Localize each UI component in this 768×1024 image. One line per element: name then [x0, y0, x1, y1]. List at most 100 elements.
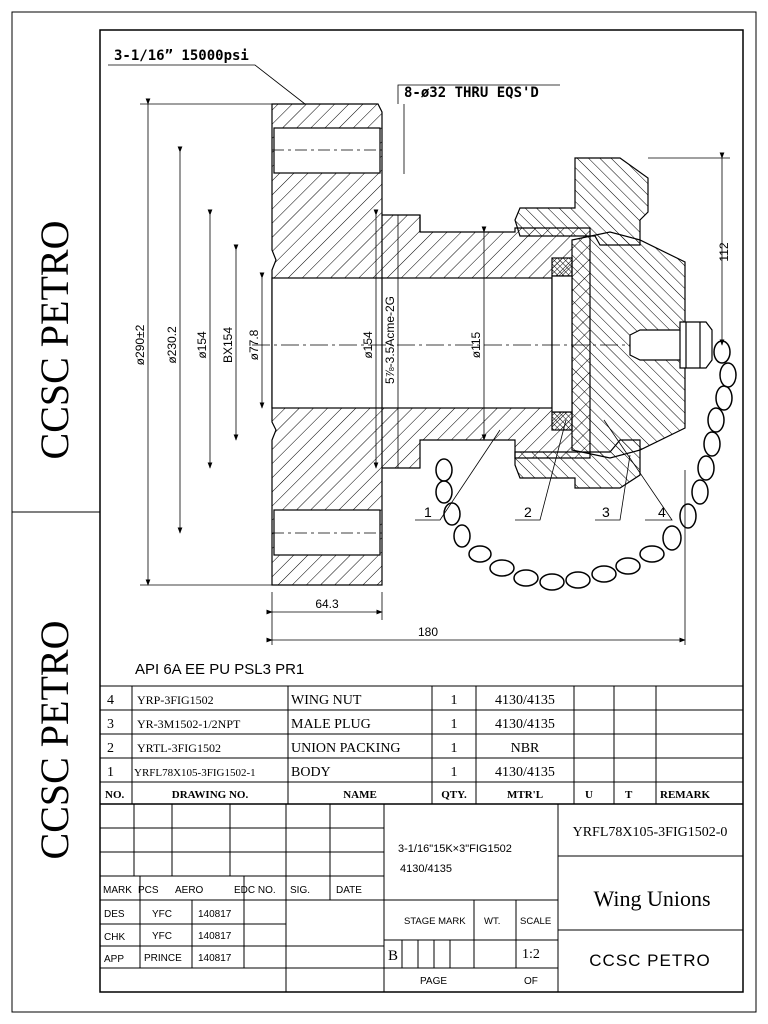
svg-text:NO.: NO. [105, 789, 125, 801]
bom-row: 1 YRFL78X105-3FIG1502-1 BODY 1 4130/4135 [107, 765, 555, 780]
svg-text:1: 1 [107, 765, 114, 780]
app-role: APP [104, 954, 124, 965]
stage-mark-label: STAGE MARK [404, 916, 466, 927]
dim-thread: 5⅞-3.5Acme-2G [383, 296, 397, 384]
bom-row: 4 YRP-3FIG1502 WING NUT 1 4130/4135 [107, 693, 555, 708]
cross-section-view [252, 103, 713, 586]
svg-text:MALE PLUG: MALE PLUG [291, 717, 371, 732]
bill-of-materials [100, 685, 743, 805]
wing-nut-part [514, 157, 649, 246]
of-label: OF [524, 976, 538, 987]
spec-line-2: 4130/4135 [400, 863, 452, 875]
des-role: DES [104, 909, 125, 920]
dim-bx154: BX154 [221, 327, 235, 363]
svg-text:QTY.: QTY. [441, 789, 467, 801]
male-plug-part [571, 231, 686, 459]
balloon-1: 1 [424, 504, 432, 520]
svg-text:4: 4 [107, 693, 114, 708]
svg-text:MTR'L: MTR'L [507, 789, 543, 801]
revision-mark-label: MARK [103, 885, 132, 896]
part-balloons: 1 2 3 4 [424, 504, 666, 520]
svg-text:1: 1 [451, 765, 458, 780]
balloon-2: 2 [524, 504, 532, 520]
chk-role: CHK [104, 932, 125, 943]
app-name: PRINCE [144, 953, 182, 964]
svg-text:1: 1 [451, 693, 458, 708]
dim-d77: ø77.8 [247, 329, 261, 360]
svg-text:UNION PACKING: UNION PACKING [291, 741, 401, 756]
sheet-border [11, 11, 757, 1013]
des-name: YFC [152, 909, 172, 920]
balloon-4: 4 [658, 504, 666, 520]
title-block-company: CCSC PETRO [589, 951, 710, 970]
bore [271, 277, 553, 409]
svg-text:NBR: NBR [511, 741, 540, 756]
svg-text:1: 1 [451, 741, 458, 756]
dimension-lines [108, 64, 730, 645]
chk-date: 140817 [198, 931, 232, 942]
svg-text:1: 1 [451, 717, 458, 732]
flange-rating-label: 3-1/16” 15000psi [114, 48, 249, 64]
balloon-3: 3 [602, 504, 610, 520]
svg-text:4130/4135: 4130/4135 [495, 693, 555, 708]
sig-label: SIG. [290, 885, 310, 896]
pcs-label: PCS [138, 885, 159, 896]
bolt-hole-top [273, 127, 381, 174]
svg-text:YRFL78X105-3FIG1502-1: YRFL78X105-3FIG1502-1 [134, 767, 256, 779]
des-date: 140817 [198, 909, 232, 920]
edc-label: EDC NO. [234, 885, 276, 896]
svg-text:NAME: NAME [343, 789, 377, 801]
svg-text:3: 3 [107, 717, 114, 732]
app-date: 140817 [198, 953, 232, 964]
date-label: DATE [336, 885, 362, 896]
bom-row: 2 YRTL-3FIG1502 UNION PACKING 1 NBR [107, 741, 540, 756]
svg-text:YRP-3FIG1502: YRP-3FIG1502 [137, 693, 214, 707]
svg-text:WING NUT: WING NUT [291, 693, 362, 708]
svg-text:4130/4135: 4130/4135 [495, 765, 555, 780]
svg-text:4130/4135: 4130/4135 [495, 717, 555, 732]
dim-d154-left: ø154 [195, 331, 209, 359]
side-label-top: CCSC PETRO [32, 221, 77, 460]
aero-label: AERO [175, 885, 204, 896]
title-block-text: MARK PCS PCS AERO EDC NO. SIG. DATE DES … [103, 825, 727, 987]
svg-text:2: 2 [107, 741, 114, 756]
safety-chain [435, 340, 737, 591]
svg-text:T: T [625, 789, 633, 801]
svg-text:YR-3M1502-1/2NPT: YR-3M1502-1/2NPT [137, 717, 241, 731]
dim-h112: 112 [717, 242, 731, 261]
bolt-holes-label: 8-ø32 THRU EQS'D [404, 85, 539, 101]
union-packing-top [551, 257, 573, 277]
bom-header-row: NO. DRAWING NO. NAME QTY. MTR'L U T REMA… [105, 789, 711, 801]
dim-d154-mid: ø154 [361, 331, 375, 359]
page-label: PAGE [420, 976, 447, 987]
scale-label: SCALE [520, 916, 551, 927]
svg-text:DRAWING NO.: DRAWING NO. [172, 789, 249, 801]
svg-text:BODY: BODY [291, 765, 331, 780]
bom-row: 3 YR-3M1502-1/2NPT MALE PLUG 1 4130/4135 [107, 717, 555, 732]
bolt-hole-bottom [273, 509, 381, 556]
spec-note: API 6A EE PU PSL3 PR1 [135, 661, 304, 678]
title-block-grid [100, 804, 743, 992]
svg-text:YRTL-3FIG1502: YRTL-3FIG1502 [137, 741, 221, 755]
dim-w64: 64.3 [315, 597, 339, 611]
spec-line-1: 3-1/16"15K×3"FIG1502 [398, 843, 512, 855]
chk-name: YFC [152, 931, 172, 942]
side-label-bottom: CCSC PETRO [32, 621, 77, 860]
dimension-labels: 3-1/16” 15000psi 8-ø32 THRU EQS'D ø290±2… [114, 48, 731, 639]
dim-d230: ø230.2 [165, 326, 179, 364]
dim-d115: ø115 [469, 331, 483, 358]
drawing-title: Wing Unions [593, 886, 710, 911]
dim-w180: 180 [418, 625, 438, 639]
dim-d290: ø290±2 [133, 324, 147, 365]
svg-text:CCSC PETRO: CCSC PETRO [32, 221, 77, 460]
svg-text:REMARK: REMARK [660, 789, 711, 801]
drawing-number: YRFL78X105-3FIG1502-0 [573, 825, 728, 840]
union-packing-bottom [551, 411, 573, 431]
scale-value: 1:2 [522, 947, 540, 962]
stage-value: B [388, 948, 398, 964]
svg-text:CCSC PETRO: CCSC PETRO [32, 621, 77, 860]
bom-text: 4 YRP-3FIG1502 WING NUT 1 4130/4135 3 YR… [105, 693, 711, 801]
wt-label: WT. [484, 916, 500, 927]
svg-text:U: U [585, 789, 593, 801]
